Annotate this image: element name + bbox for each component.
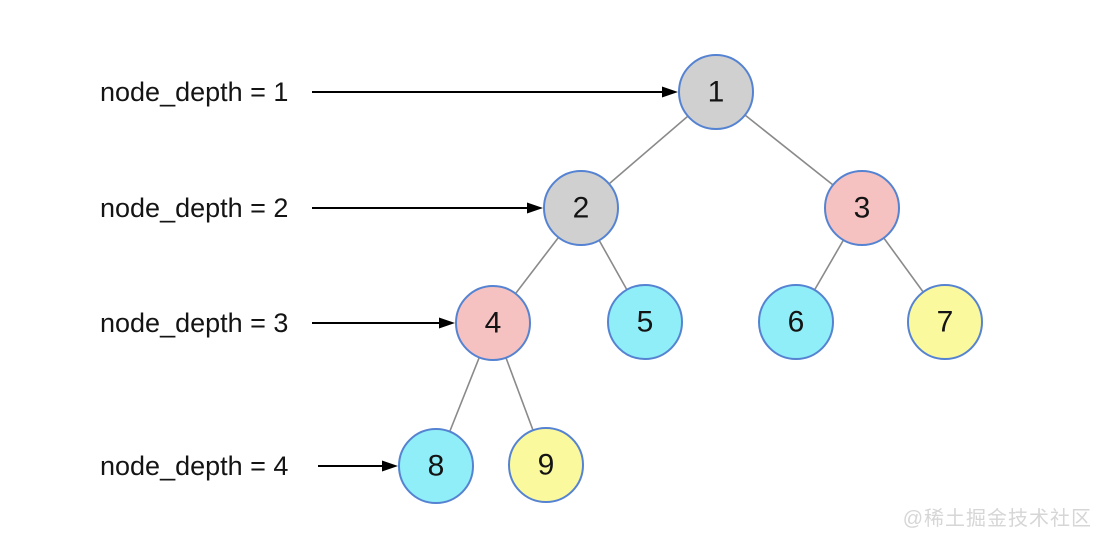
tree-node-circle: [758, 284, 834, 360]
tree-node-circle: [678, 54, 754, 130]
depth-label: node_depth = 4: [100, 451, 288, 481]
tree-node-circle: [607, 284, 683, 360]
tree-node-circle: [508, 427, 584, 503]
tree-node-label: 5: [637, 306, 654, 339]
tree-node-label: 2: [573, 192, 590, 225]
depth-label: node_depth = 1: [100, 77, 288, 107]
tree-node-label: 9: [538, 449, 555, 482]
tree-node-circle: [398, 428, 474, 504]
arrow-head-icon: [382, 460, 398, 472]
tree-node-circle: [824, 170, 900, 246]
tree-node-circle: [543, 170, 619, 246]
tree-node-label: 6: [788, 306, 805, 339]
depth-label: node_depth = 2: [100, 193, 288, 223]
tree-node-label: 8: [428, 450, 445, 483]
arrow-head-icon: [527, 202, 543, 214]
tree-node-circle: [455, 285, 531, 361]
depth-label: node_depth = 3: [100, 308, 288, 338]
tree-node-label: 7: [937, 306, 954, 339]
tree-node-label: 1: [708, 76, 725, 109]
watermark: @稀土掘金技术社区: [902, 508, 1092, 530]
tree-node-label: 4: [485, 307, 502, 340]
tree-node-label: 3: [854, 192, 871, 225]
tree-node-circle: [907, 284, 983, 360]
arrow-head-icon: [662, 86, 678, 98]
arrow-head-icon: [439, 317, 455, 329]
